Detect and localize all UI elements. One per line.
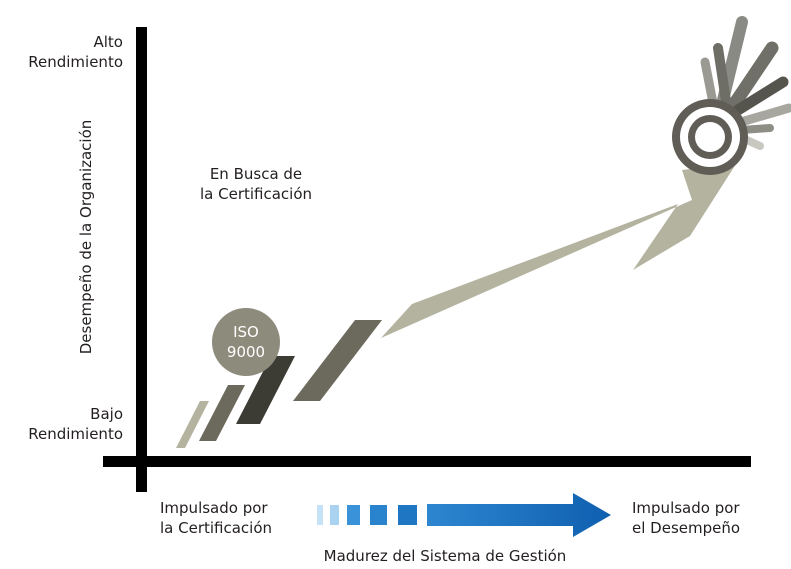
stripe-2 bbox=[199, 385, 245, 441]
high-performance-label: Alto Rendimiento bbox=[28, 32, 123, 72]
x-axis-title: Madurez del Sistema de Gestión bbox=[323, 547, 567, 565]
stripe-4 bbox=[293, 320, 382, 401]
iso-9000-badge: ISO 9000 bbox=[212, 308, 280, 376]
low-performance-label: Bajo Rendimiento bbox=[28, 404, 123, 444]
x-axis bbox=[103, 456, 751, 467]
high-label-line1: Alto bbox=[93, 33, 124, 51]
maturity-arrow bbox=[317, 493, 611, 537]
annotation-line2: la Certificación bbox=[199, 185, 313, 203]
left-label-line2: la Certificación bbox=[160, 519, 273, 537]
badge-line1: ISO bbox=[233, 323, 259, 341]
stripe-1 bbox=[176, 401, 209, 448]
high-label-line2: Rendimiento bbox=[28, 53, 123, 71]
badge-line2: 9000 bbox=[226, 343, 266, 361]
y-axis-title-text: Desempeño de la Organización bbox=[77, 119, 95, 355]
performance-driven-label: Impulsado por el Desempeño bbox=[632, 498, 740, 538]
low-label-line2: Rendimiento bbox=[28, 425, 123, 443]
low-label-line1: Bajo bbox=[90, 405, 123, 423]
left-label-line1: Impulsado por bbox=[160, 499, 268, 517]
annotation-label: En Busca de la Certificación bbox=[186, 164, 326, 204]
stripe-3 bbox=[236, 356, 295, 424]
target-icon bbox=[672, 99, 748, 175]
ray-burst bbox=[700, 16, 791, 150]
right-label-line2: el Desempeño bbox=[632, 519, 741, 537]
right-label-line1: Impulsado por bbox=[632, 499, 740, 517]
y-axis bbox=[136, 27, 147, 492]
certification-driven-label: Impulsado por la Certificación bbox=[160, 498, 272, 538]
annotation-line1: En Busca de bbox=[209, 165, 303, 183]
growth-arrow bbox=[381, 164, 736, 338]
